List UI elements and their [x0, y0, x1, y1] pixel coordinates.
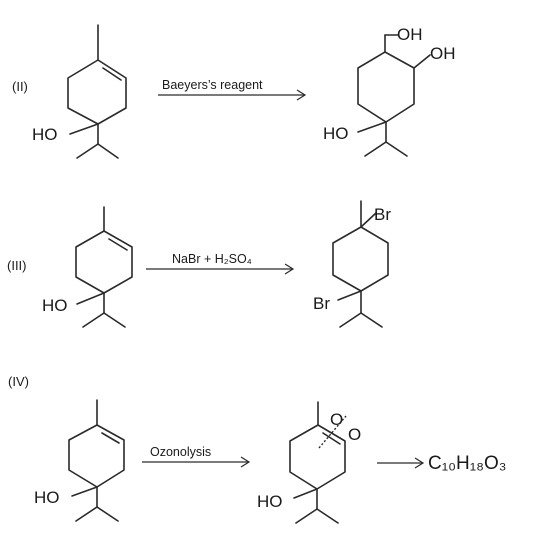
product-ii-molecule: OH OH HO [323, 25, 456, 157]
isopropyl-right [316, 508, 339, 524]
isopropyl-left [75, 506, 98, 522]
hydroxyl-label: HO [257, 492, 283, 511]
hydroxyl-label-c2: OH [430, 44, 456, 63]
isopropyl-left [295, 508, 318, 524]
hydroxyl-label-c1: OH [397, 25, 423, 44]
ring [68, 424, 125, 488]
isopropyl-right [96, 506, 119, 522]
double-bond [322, 432, 341, 445]
bromo-label-c1: Br [374, 205, 391, 224]
arrow-head-iv [240, 456, 251, 468]
ring [289, 424, 346, 490]
ring [75, 230, 133, 294]
isopropyl-right [385, 141, 408, 157]
double-bond [102, 67, 122, 81]
oh-bond [71, 486, 98, 497]
arrow-head-iii [284, 263, 295, 275]
hydroxyl-label-c4: HO [323, 124, 349, 143]
isopropyl-right [97, 143, 119, 159]
cleavage-line [318, 415, 347, 449]
ozonide-intermediate: O O HO [257, 401, 361, 524]
arrow-head-ii [296, 89, 307, 101]
bromo-label-c4: Br [313, 294, 330, 313]
ring [357, 51, 415, 123]
oxygen-label-2: O [348, 425, 361, 444]
c2-oh-bond [413, 54, 431, 69]
reactant-iii-molecule: HO [42, 206, 133, 328]
isopropyl-left [339, 312, 362, 328]
isopropyl-left [364, 141, 387, 157]
isopropyl-left [76, 143, 99, 159]
hydroxyl-label: HO [42, 296, 68, 315]
c4-br-bond [337, 290, 362, 301]
double-bond [101, 432, 120, 444]
hydroxyl-label: HO [32, 125, 58, 144]
arrow-head-iv-2 [414, 457, 425, 469]
double-bond [108, 238, 128, 251]
product-iii-molecule: Br Br [313, 200, 391, 328]
reaction-label-iv: (IV) [8, 374, 29, 389]
isopropyl-right [360, 312, 383, 328]
isopropyl-right [103, 312, 126, 328]
reaction-label-ii: (II) [12, 79, 28, 94]
oh-bond [357, 121, 387, 133]
c1-br-bond [360, 212, 377, 228]
reaction-label-iii: (III) [7, 258, 27, 273]
reactant-ii-molecule: HO [32, 24, 127, 159]
oh-bond [69, 123, 99, 135]
oh-bond [76, 292, 105, 305]
reagent-iii: NaBr + H₂SO₄ [172, 252, 252, 266]
isopropyl-left [82, 312, 105, 328]
reagent-ii: Baeyers’s reagent [162, 78, 263, 92]
product-formula: C₁₀H₁₈O₃ [428, 453, 507, 474]
ring [332, 226, 389, 292]
oxygen-label-1: O [330, 410, 343, 429]
hydroxyl-label: HO [34, 488, 60, 507]
reagent-iv: Ozonolysis [150, 445, 211, 459]
oh-bond [293, 488, 318, 499]
reactant-iv-molecule: HO [34, 399, 125, 522]
ring [67, 59, 127, 125]
